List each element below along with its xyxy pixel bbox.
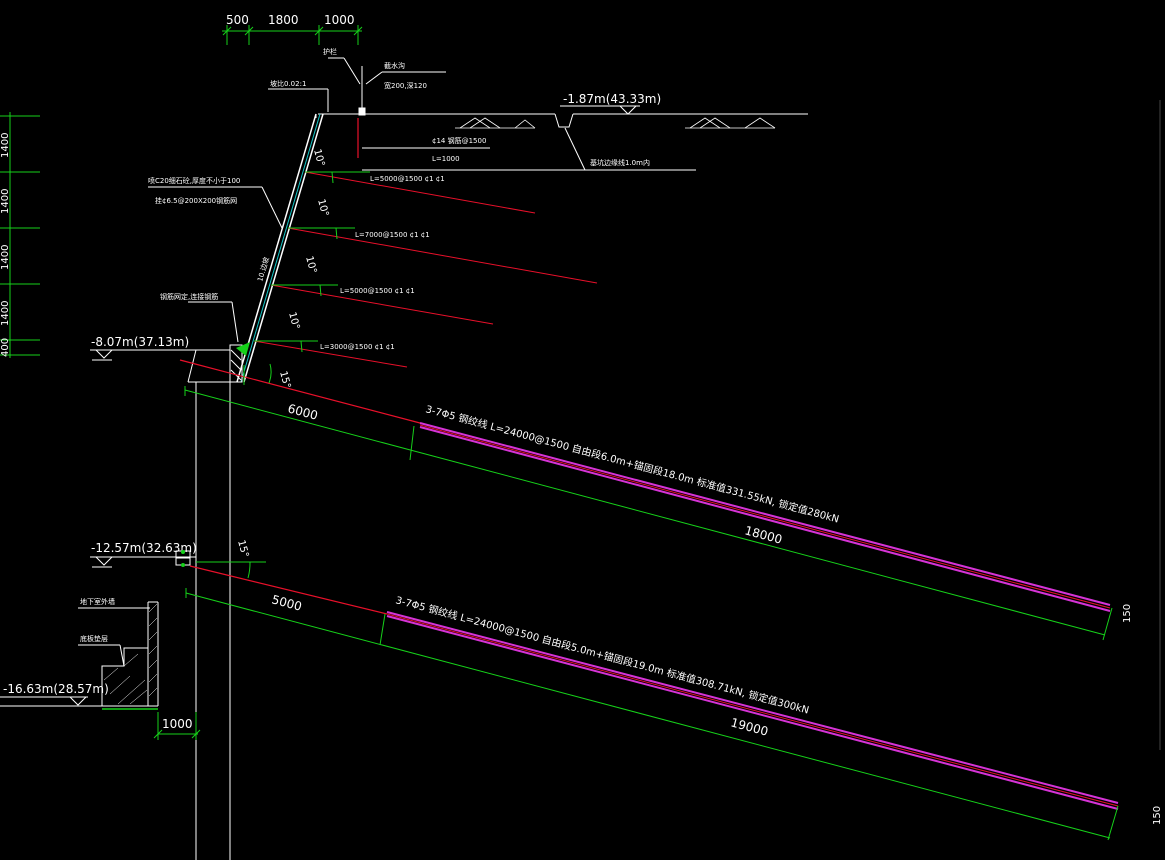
anchor-2 xyxy=(189,565,1119,810)
surface-level-label: -1.87m(43.33m) xyxy=(563,92,661,106)
bottom-dim-1000: 1000 xyxy=(162,717,193,731)
anchor-1 xyxy=(179,359,1111,612)
bench-1 xyxy=(90,349,237,860)
shotcrete-note: 喷C20细石砼,厚度不小于100 xyxy=(148,176,240,185)
angle-label-1: 10° xyxy=(311,148,326,168)
top-dimension-chain xyxy=(222,25,363,45)
nail-angle-marks xyxy=(254,171,370,353)
ground-surface xyxy=(315,113,808,128)
basement-leaders xyxy=(78,607,150,667)
shotcrete-leader xyxy=(148,186,283,229)
angle-label-4: 10° xyxy=(286,311,301,331)
soil-nail-1 xyxy=(304,171,536,214)
anchor-1-angle: 15° xyxy=(277,370,292,390)
left-dim-3: 1400 xyxy=(0,245,11,270)
slope-ratio-label: 坡比0.02:1 xyxy=(270,79,306,88)
waler-note: 钢筋网定,连接钢筋 xyxy=(160,292,218,301)
bottom-level-marker xyxy=(0,696,88,706)
top-nail-spec: ¢14 钢筋@1500 xyxy=(432,136,486,145)
top-dim-500: 500 xyxy=(226,13,249,27)
anchor-2-spec: 3-7Φ5 钢绞线 L=24000@1500 自由段5.0m+锚固段19.0m … xyxy=(394,593,810,716)
cushion-label: 底板垫层 xyxy=(80,634,108,643)
soil-nail-3 xyxy=(270,284,494,325)
anchor-2-end-dim: 150 xyxy=(1152,806,1163,825)
anchor-1-bond-length: 18000 xyxy=(743,523,784,546)
anchor-2-free-length: 5000 xyxy=(270,592,303,613)
bottom-dimension xyxy=(153,712,201,740)
nail-label-3: L=5000@1500 ¢1 ¢1 xyxy=(340,287,415,295)
slope-face-label: 10.边坡 xyxy=(255,256,271,283)
anchor-2-head xyxy=(175,550,191,567)
fence-note: 基坑边缘线1.0m内 xyxy=(590,158,650,167)
drain-ditch-size: 宽200,深120 xyxy=(384,81,427,90)
left-dimension-chain xyxy=(0,112,40,358)
anchor-1-dimensions xyxy=(184,363,1113,641)
level-2-label: -12.57m(32.63m) xyxy=(91,541,197,555)
soil-nail-4 xyxy=(253,340,408,368)
soil-nails xyxy=(253,171,598,368)
bench-2 xyxy=(90,556,196,568)
nail-label-1: L=5000@1500 ¢1 ¢1 xyxy=(370,175,445,183)
top-dim-1800: 1800 xyxy=(268,13,299,27)
angle-label-3: 10° xyxy=(303,255,318,275)
anchor-2-bond-length: 19000 xyxy=(729,715,770,738)
drain-ditch-label: 截水沟 xyxy=(384,61,405,70)
anchor-1-end-dim: 150 xyxy=(1122,604,1133,623)
ground-hatch-symbols xyxy=(455,117,776,129)
top-dim-1000: 1000 xyxy=(324,13,355,27)
anchor-2-angle: 15° xyxy=(235,539,250,559)
railing-label: 护栏 xyxy=(323,47,337,56)
mesh-note: 挂¢6.5@200X200钢筋网 xyxy=(155,196,237,205)
basement-wall-hatch xyxy=(103,603,158,705)
top-nail-leader xyxy=(362,127,696,171)
level-1-label: -8.07m(37.13m) xyxy=(91,335,189,349)
level-3-label: -16.63m(28.57m) xyxy=(3,682,109,696)
top-nail-length: L=1000 xyxy=(432,155,460,163)
railing-post xyxy=(328,57,446,156)
slope-face xyxy=(236,113,324,383)
nail-label-2: L=7000@1500 ¢1 ¢1 xyxy=(355,231,430,239)
nail-label-4: L=3000@1500 ¢1 ¢1 xyxy=(320,343,395,351)
anchor-1-spec: 3-7Φ5 钢绞线 L=24000@1500 自由段6.0m+锚固段18.0m … xyxy=(424,402,840,525)
slope-ratio-leader xyxy=(268,88,329,112)
surface-level-marker xyxy=(560,105,640,115)
anchor-1-free-length: 6000 xyxy=(286,401,319,422)
angle-label-2: 10° xyxy=(315,198,330,218)
basement-wall xyxy=(0,601,159,707)
left-dim-2: 1400 xyxy=(0,189,11,214)
waler-beam xyxy=(188,301,243,383)
anchor-2-dimensions xyxy=(185,561,1119,841)
left-dim-1: 1400 xyxy=(0,133,11,158)
soil-nail-2 xyxy=(287,227,598,284)
left-dim-5: 400 xyxy=(0,338,11,357)
left-dim-4: 1400 xyxy=(0,301,11,326)
basement-wall-label: 地下室外墙 xyxy=(80,597,115,606)
waler-anchor-head xyxy=(236,342,250,356)
